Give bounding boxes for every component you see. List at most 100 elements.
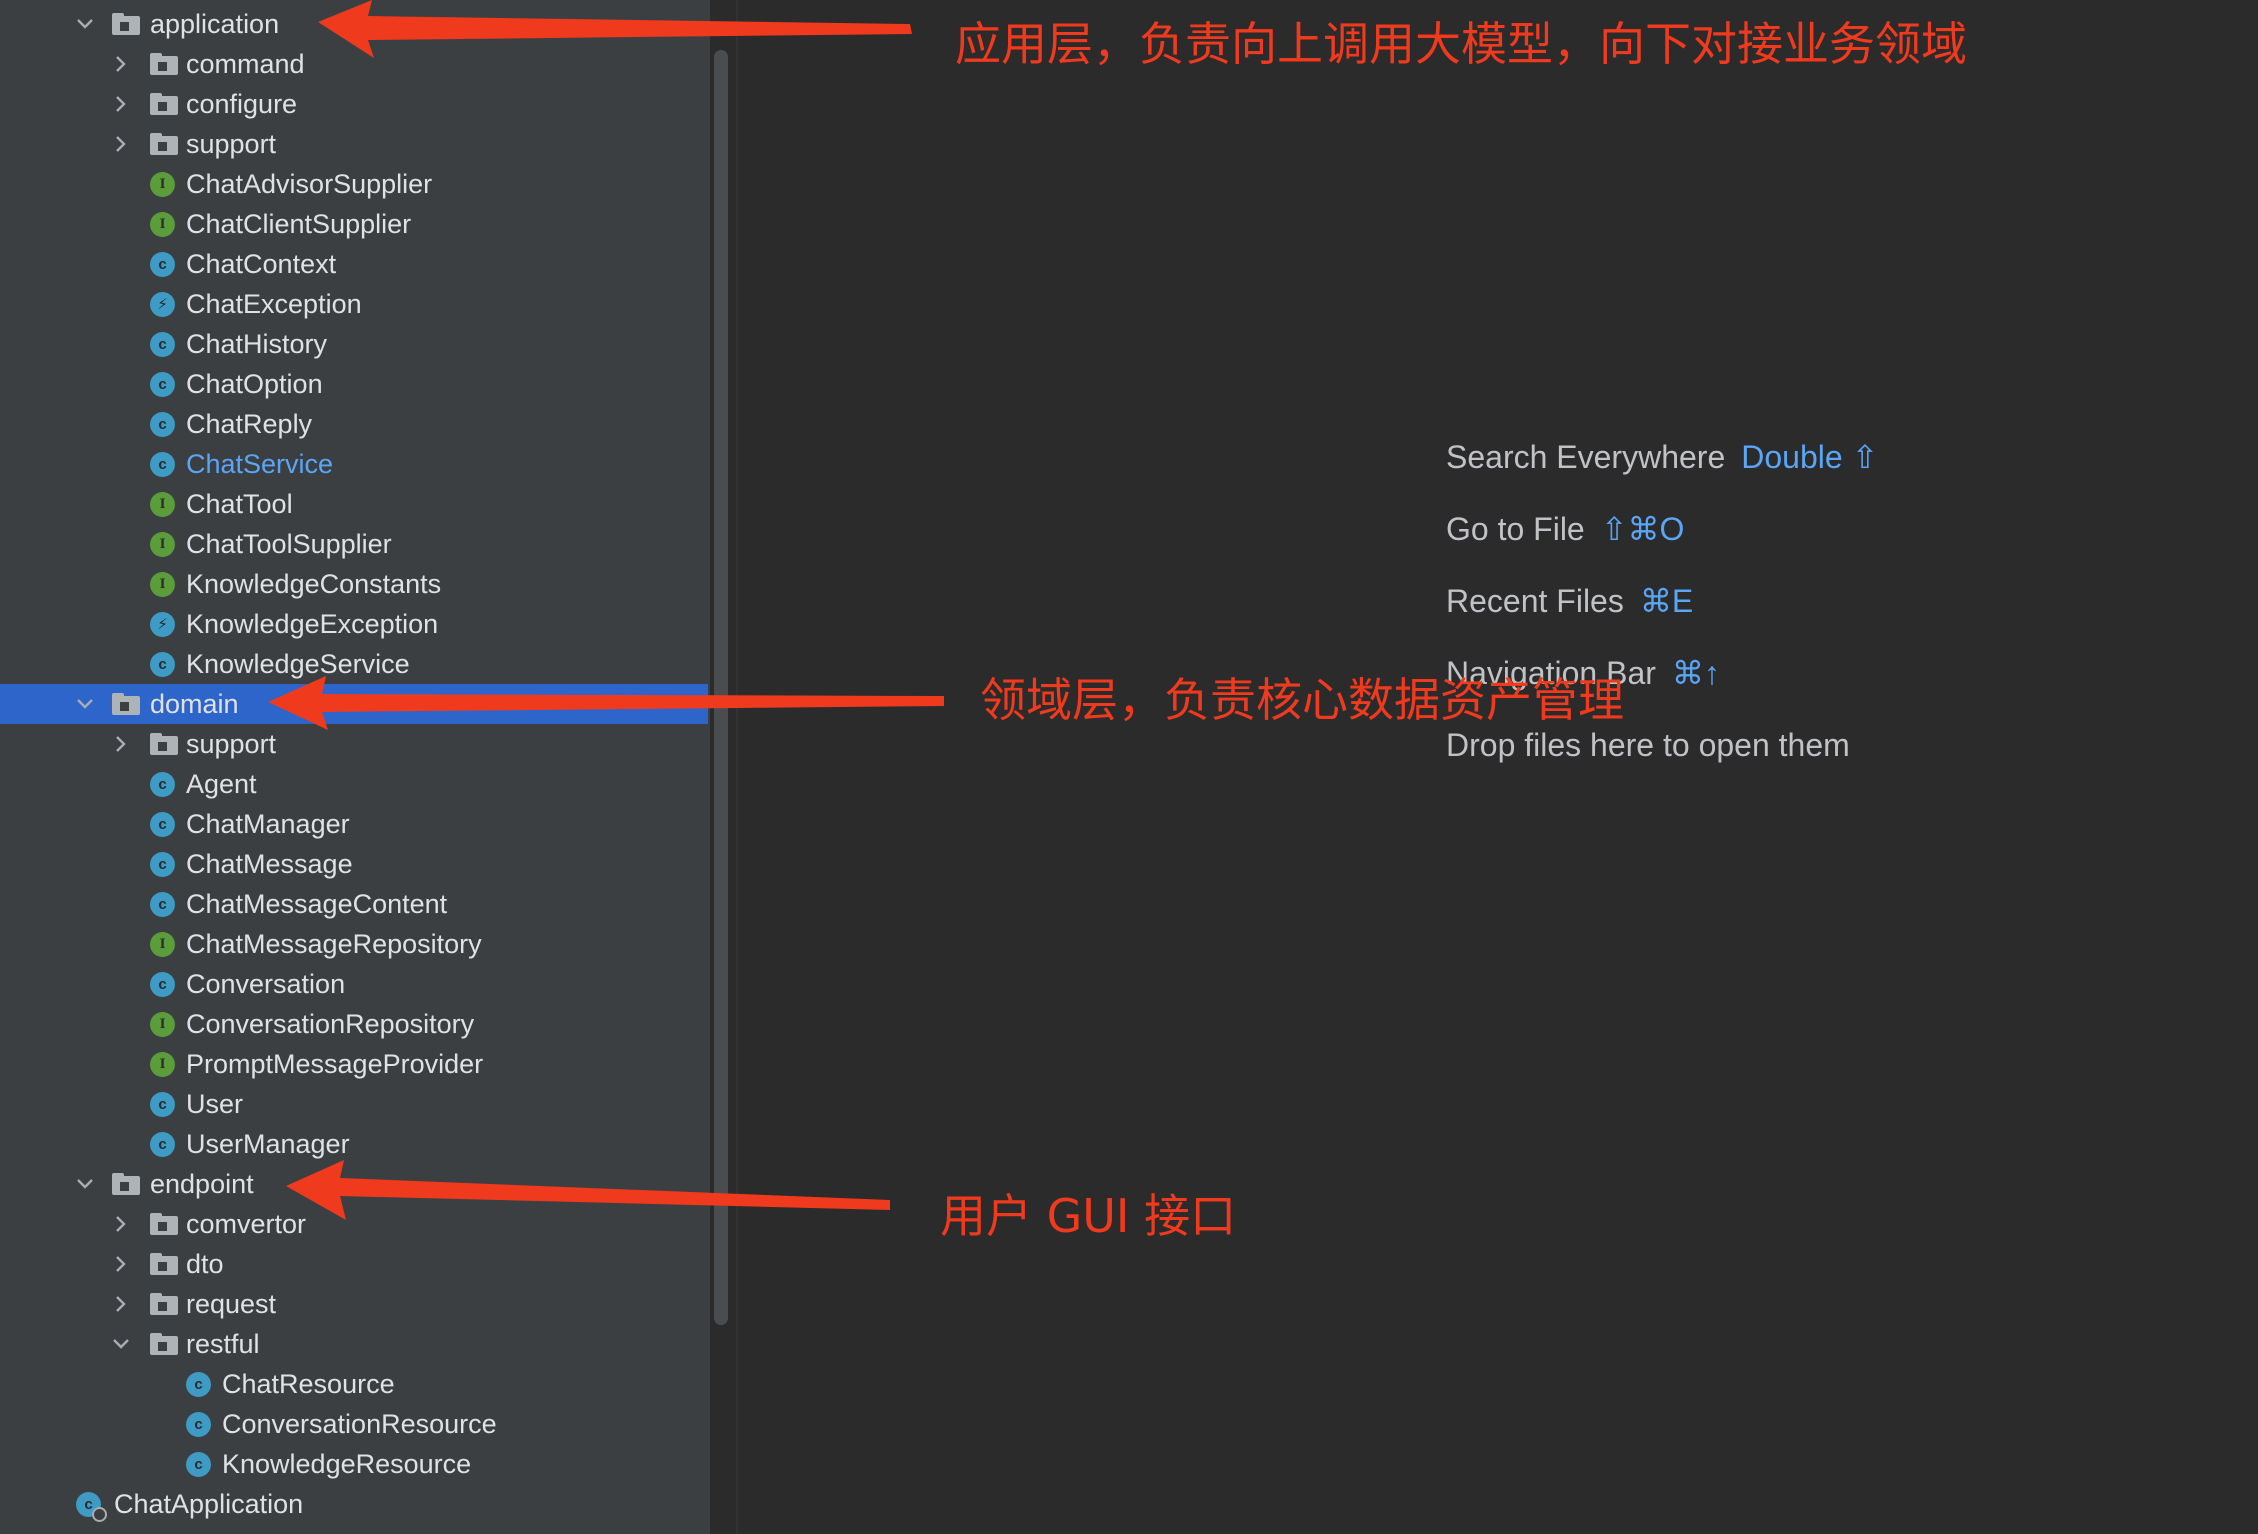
tree-row-knowledge-exception[interactable]: ⚡KnowledgeException: [0, 604, 708, 644]
class-icon: c: [186, 1372, 211, 1397]
tree-row-label: support: [186, 729, 277, 759]
class-icon: c: [150, 452, 175, 477]
tree-row-application[interactable]: application: [0, 4, 708, 44]
folder-icon: [150, 733, 178, 755]
class-icon: c: [150, 972, 175, 997]
tree-row-dto[interactable]: dto: [0, 1244, 708, 1284]
tree-row-endpoint[interactable]: endpoint: [0, 1164, 708, 1204]
tree-row-configure[interactable]: configure: [0, 84, 708, 124]
panel-divider[interactable]: [736, 0, 738, 1534]
tree-row-chat-advisor-supplier[interactable]: I ChatAdvisorSupplier: [0, 164, 708, 204]
chevron-right-icon[interactable]: [108, 1250, 134, 1278]
chevron-right-icon[interactable]: [108, 730, 134, 758]
tree-row-label: KnowledgeResource: [222, 1449, 472, 1479]
tree-row-label: ConversationRepository: [186, 1009, 475, 1039]
chevron-right-icon[interactable]: [108, 90, 134, 118]
hint-shortcut: ⌘↑: [1671, 655, 1720, 691]
tree-row-label: ChatMessageRepository: [186, 929, 482, 959]
tree-row-chat-option[interactable]: c ChatOption: [0, 364, 708, 404]
tree-row-label: comvertor: [186, 1209, 307, 1239]
tree-row-label: ChatHistory: [186, 329, 328, 359]
folder-icon: [150, 1213, 178, 1235]
tree-row-label: ChatResource: [222, 1369, 395, 1399]
chevron-right-icon[interactable]: [108, 1290, 134, 1318]
hint-label: Recent Files: [1446, 583, 1624, 619]
tree-row-chat-tool[interactable]: I ChatTool: [0, 484, 708, 524]
hint-shortcut: ⇧⌘O: [1600, 511, 1685, 547]
tree-row-comvertor[interactable]: comvertor: [0, 1204, 708, 1244]
tree-row-label: configure: [186, 89, 298, 119]
hint-recent-files: Recent Files⌘E: [1446, 581, 1693, 621]
chevron-right-icon[interactable]: [108, 130, 134, 158]
interface-icon: I: [150, 172, 175, 197]
tree-row-request[interactable]: request: [0, 1284, 708, 1324]
tree-row-support[interactable]: support: [0, 124, 708, 164]
tree-row-label: request: [186, 1289, 277, 1319]
chevron-right-icon[interactable]: [108, 50, 134, 78]
tree-row-chat-history[interactable]: c ChatHistory: [0, 324, 708, 364]
class-icon: c: [150, 652, 175, 677]
class-icon: c: [150, 252, 175, 277]
tree-row-label: ChatTool: [186, 489, 293, 519]
folder-icon: [150, 53, 178, 75]
class-icon: c: [186, 1412, 211, 1437]
tree-row-label: User: [186, 1089, 244, 1119]
class-icon: c: [150, 372, 175, 397]
hint-label: Go to File: [1446, 511, 1585, 547]
tree-scrollbar[interactable]: [714, 50, 728, 1325]
tree-row-chat-exception[interactable]: ⚡ChatException: [0, 284, 708, 324]
folder-icon: [150, 93, 178, 115]
tree-row-label: ChatAdvisorSupplier: [186, 169, 433, 199]
folder-icon: [150, 1333, 178, 1355]
tree-row-command[interactable]: command: [0, 44, 708, 84]
tree-row-label: KnowledgeException: [186, 609, 439, 639]
chevron-down-icon[interactable]: [72, 10, 98, 38]
tree-row-label: restful: [186, 1329, 260, 1359]
annotation-domain: 领域层，负责核心数据资产管理: [980, 673, 1624, 727]
tree-row-restful[interactable]: restful: [0, 1324, 708, 1364]
chevron-right-icon[interactable]: [108, 1210, 134, 1238]
chevron-down-icon[interactable]: [72, 690, 98, 718]
chevron-down-icon[interactable]: [108, 1330, 134, 1358]
class-icon: c: [150, 1132, 175, 1157]
class-icon: c: [150, 412, 175, 437]
interface-icon: I: [150, 492, 175, 517]
hint-shortcut: Double ⇧: [1741, 439, 1879, 475]
hint-label: Navigation Bar: [1446, 655, 1656, 691]
tree-row-knowledge-constants[interactable]: I KnowledgeConstants: [0, 564, 708, 604]
tree-row-label: ChatOption: [186, 369, 323, 399]
folder-icon: [150, 1253, 178, 1275]
tree-row-user-manager[interactable]: c UserManager: [0, 1124, 708, 1164]
class-icon: c: [150, 852, 175, 877]
tree-row-chat-resource[interactable]: c ChatResource: [0, 1364, 708, 1404]
tree-row-label: domain: [150, 689, 239, 719]
class-icon: c: [150, 332, 175, 357]
tree-row-label: UserManager: [186, 1129, 350, 1159]
tree-row-label: KnowledgeConstants: [186, 569, 442, 599]
chevron-down-icon[interactable]: [72, 1170, 98, 1198]
tree-row-support[interactable]: support: [0, 724, 708, 764]
interface-icon: I: [150, 572, 175, 597]
tree-row-domain[interactable]: domain: [0, 684, 708, 724]
